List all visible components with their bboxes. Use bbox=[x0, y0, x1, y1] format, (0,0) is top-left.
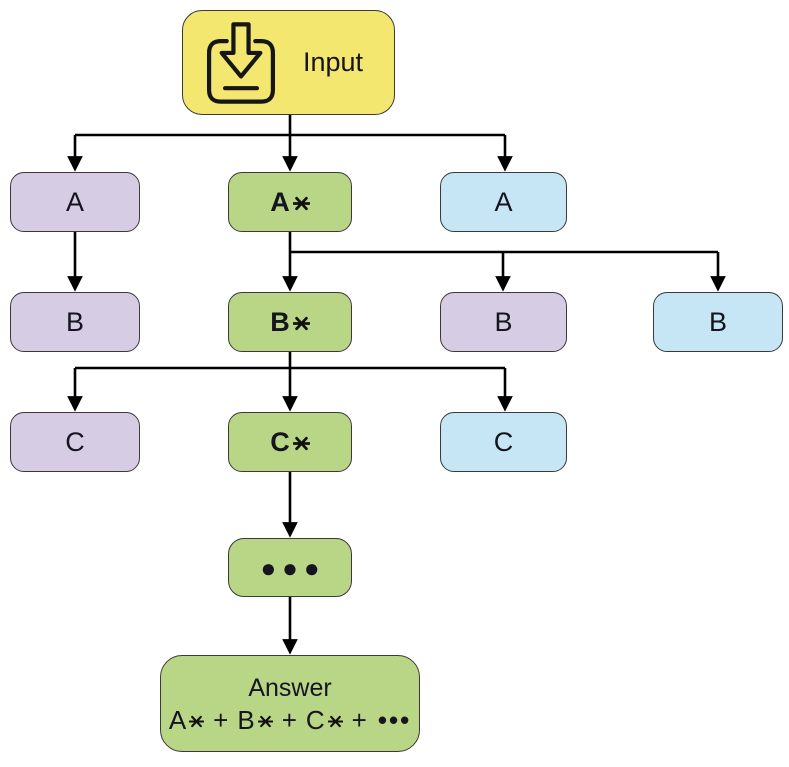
node-b-mid: B bbox=[440, 292, 567, 352]
node-label: B bbox=[708, 306, 727, 337]
node-label: C bbox=[270, 426, 290, 457]
node-label: B bbox=[494, 306, 513, 337]
node-a-left: A bbox=[10, 172, 140, 232]
answer-term-a: A bbox=[168, 705, 187, 735]
asterisk-icon bbox=[257, 715, 273, 728]
plus-sign: + bbox=[281, 705, 297, 735]
node-c-star: C bbox=[228, 412, 352, 472]
node-input: Input bbox=[182, 10, 395, 115]
asterisk-icon bbox=[327, 715, 343, 728]
download-import-icon bbox=[206, 21, 276, 104]
asterisk-icon bbox=[189, 715, 205, 728]
node-b-star: B bbox=[228, 292, 352, 352]
node-label: A bbox=[65, 186, 84, 217]
node-b-left: B bbox=[10, 292, 140, 352]
node-label: B bbox=[65, 306, 84, 337]
input-label: Input bbox=[303, 47, 364, 77]
node-a-star: A bbox=[228, 172, 352, 232]
answer-term-c: C bbox=[305, 705, 325, 735]
node-ellipsis: ●●● bbox=[228, 538, 352, 597]
node-answer: Answer A + B + C + ••• bbox=[160, 655, 420, 752]
plus-sign: + bbox=[351, 705, 367, 735]
node-c-left: C bbox=[10, 412, 140, 472]
node-c-right: C bbox=[440, 412, 567, 472]
answer-title: Answer bbox=[248, 674, 332, 702]
asterisk-icon bbox=[292, 316, 310, 331]
node-label: A bbox=[270, 186, 290, 217]
node-label: B bbox=[270, 306, 290, 337]
answer-ellipsis: ••• bbox=[377, 705, 412, 735]
answer-term-b: B bbox=[237, 705, 255, 735]
ellipsis-dots: ●●● bbox=[260, 552, 326, 583]
node-b-right: B bbox=[653, 292, 783, 352]
asterisk-icon bbox=[292, 436, 310, 451]
answer-formula: A + B + C + ••• bbox=[169, 707, 411, 733]
asterisk-icon bbox=[292, 196, 310, 211]
node-label: C bbox=[65, 426, 85, 457]
node-a-right: A bbox=[440, 172, 567, 232]
node-label: A bbox=[494, 186, 513, 217]
node-label: C bbox=[493, 426, 514, 457]
plus-sign: + bbox=[213, 705, 229, 735]
